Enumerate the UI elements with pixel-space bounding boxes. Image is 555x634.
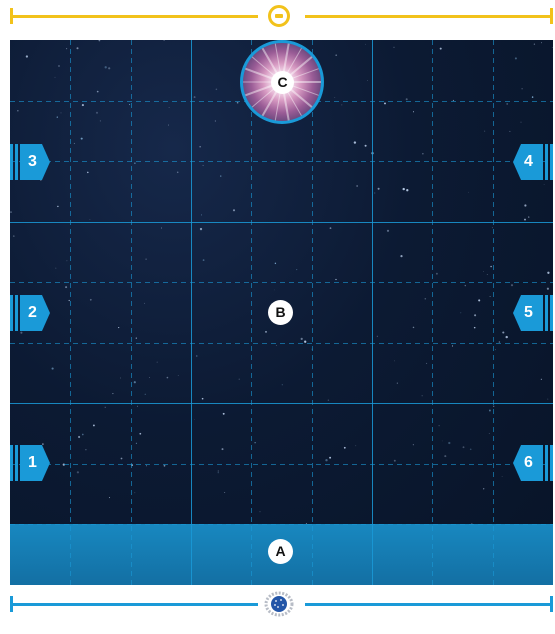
ruler-line [305, 603, 553, 606]
ruler-line [10, 15, 258, 18]
federation-seal-icon [264, 591, 294, 617]
edge-marker-number: 4 [516, 144, 541, 180]
ruler-line [305, 15, 553, 18]
edge-marker-right-top[interactable]: 4 [513, 144, 553, 180]
edge-marker-left-middle[interactable]: 2 [10, 295, 50, 331]
edge-marker-right-middle[interactable]: 5 [513, 295, 553, 331]
range-emblem-icon [268, 5, 290, 27]
edge-marker-left-bottom[interactable]: 1 [10, 445, 50, 481]
edge-marker-number: 6 [516, 445, 541, 481]
edge-marker-right-bottom[interactable]: 6 [513, 445, 553, 481]
ruler-line [10, 603, 258, 606]
edge-marker-left-top[interactable]: 3 [10, 144, 50, 180]
nebula-objective-icon[interactable]: C [240, 40, 324, 124]
edge-marker-number: 5 [516, 295, 541, 331]
edge-marker-number: 1 [20, 445, 45, 481]
game-board: C B A 3 2 1 4 [10, 40, 553, 585]
edge-marker-number: 2 [20, 295, 45, 331]
bottom-range-ruler [10, 594, 553, 614]
zone-label-a[interactable]: A [268, 539, 293, 564]
zone-label-b[interactable]: B [268, 300, 293, 325]
ruler-end-cap [550, 596, 553, 612]
top-range-ruler [10, 6, 553, 26]
edge-marker-number: 3 [20, 144, 45, 180]
zone-label-c: C [271, 71, 294, 94]
ruler-end-cap [550, 8, 553, 24]
